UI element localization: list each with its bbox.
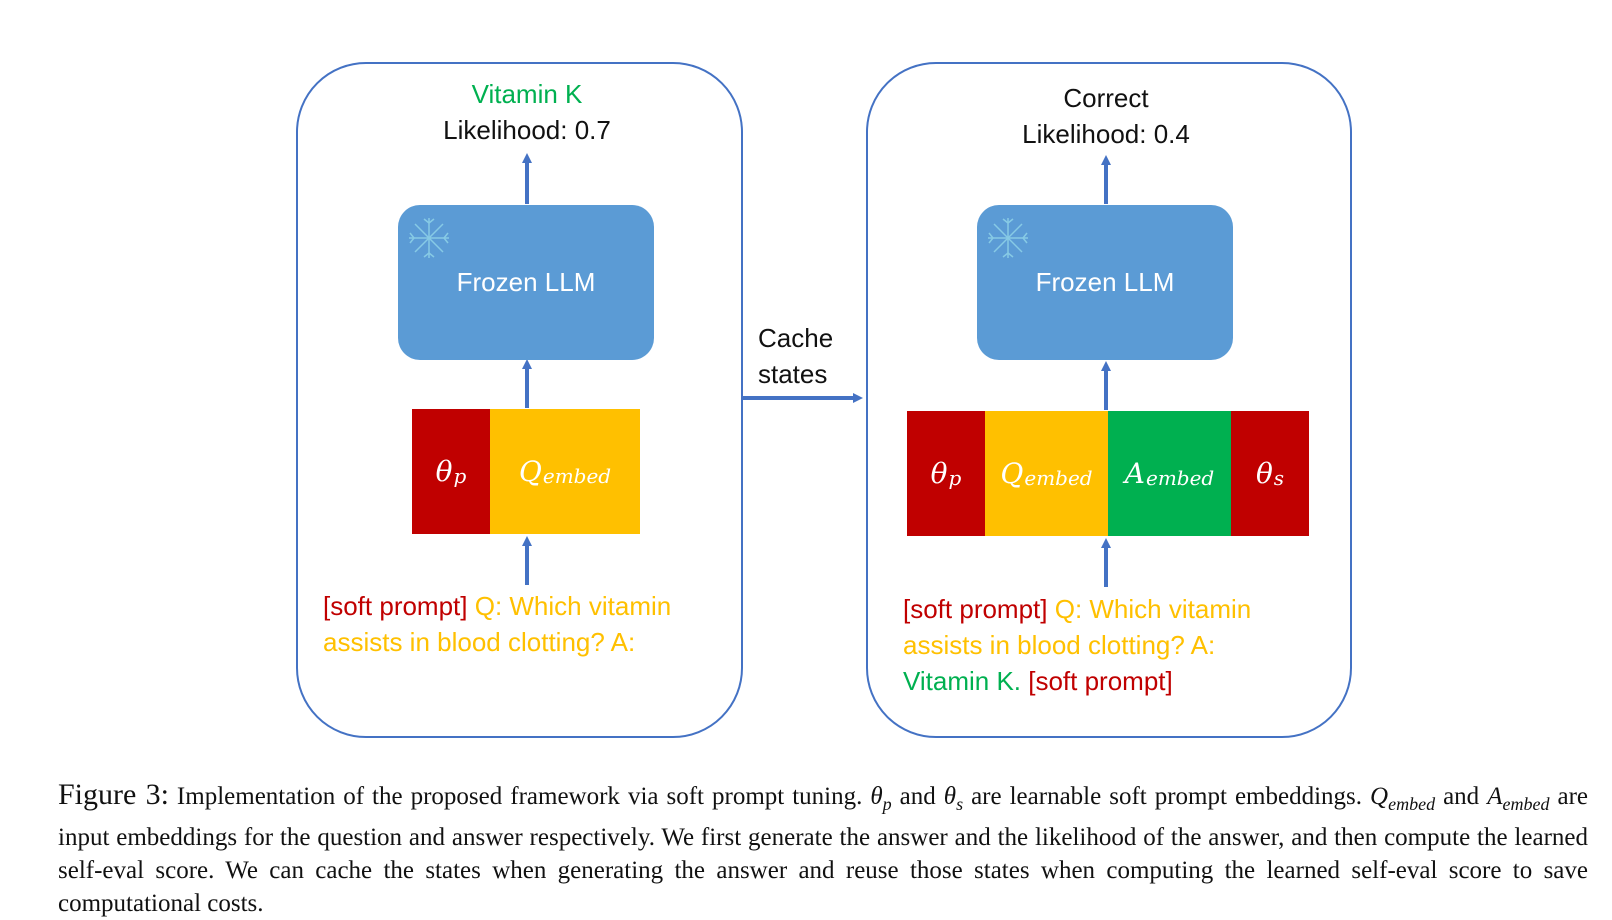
left-output: Vitamin K Likelihood: 0.7 xyxy=(406,76,648,148)
right-input-soft-prompt-2: [soft prompt] xyxy=(1021,666,1173,696)
snowflake-icon xyxy=(409,218,449,258)
right-output-likelihood: Likelihood: 0.4 xyxy=(1022,119,1190,149)
right-input-question-1: Q: Which vitamin xyxy=(1047,594,1252,624)
cache-label-line1: Cache xyxy=(758,323,834,353)
left-input-question-2: assists in blood clotting? A: xyxy=(323,627,636,657)
left-llm-label: Frozen LLM xyxy=(456,267,596,297)
q-subscript: embed xyxy=(1024,465,1093,490)
theta-symbol: θ xyxy=(435,455,453,488)
q-symbol: Q xyxy=(518,455,542,488)
caption-text-4: and xyxy=(1435,783,1488,810)
left-input-text: [soft prompt] Q: Which vitamin assists i… xyxy=(323,588,723,660)
right-input-question-2: assists in blood clotting? A: xyxy=(903,630,1216,660)
left-input-soft-prompt: [soft prompt] xyxy=(323,591,468,621)
figure-label: Figure 3: xyxy=(58,778,169,811)
left-output-likelihood: Likelihood: 0.7 xyxy=(443,115,611,145)
theta-subscript: s xyxy=(1273,465,1285,490)
right-input-soft-prompt-1: [soft prompt] xyxy=(903,594,1048,624)
a-subscript: embed xyxy=(1145,465,1215,490)
snowflake-icon xyxy=(988,218,1028,258)
q-subscript: embed xyxy=(542,463,612,488)
left-frozen-llm-box: Frozen LLM xyxy=(398,205,654,360)
left-input-question-1: Q: Which vitamin xyxy=(467,591,672,621)
theta-symbol: θ xyxy=(1255,457,1273,490)
q-embed-math: Qembed xyxy=(1370,783,1436,814)
cache-label-line2: states xyxy=(758,359,828,389)
a-symbol: A xyxy=(1124,457,1145,490)
right-output: Correct Likelihood: 0.4 xyxy=(985,80,1227,152)
a-embed-math: Aembed xyxy=(1487,783,1550,814)
left-output-answer: Vitamin K xyxy=(471,79,583,109)
left-panel-generation xyxy=(296,62,743,738)
right-input-text: [soft prompt] Q: Which vitamin assists i… xyxy=(903,591,1333,699)
right-panel-self-eval xyxy=(866,62,1352,738)
theta-p-math: θp xyxy=(870,783,892,814)
right-frozen-llm-box: Frozen LLM xyxy=(977,205,1233,360)
theta-subscript: p xyxy=(948,465,962,490)
right-llm-label: Frozen LLM xyxy=(1035,267,1175,297)
theta-symbol: θ xyxy=(930,457,948,490)
right-input-answer: Vitamin K. xyxy=(903,666,1022,696)
q-symbol: Q xyxy=(1000,457,1024,490)
caption-text-2: and xyxy=(891,783,944,810)
figure-caption: Figure 3: Implementation of the proposed… xyxy=(58,778,1588,920)
cache-states-label: Cache states xyxy=(758,320,833,392)
right-output-answer: Correct xyxy=(1063,83,1149,113)
caption-text-3: are learnable soft prompt embeddings. xyxy=(963,783,1371,810)
caption-text-1: Implementation of the proposed framework… xyxy=(168,783,871,810)
theta-s-math: θs xyxy=(943,783,964,814)
caption-text-5: are input embeddings for the question an… xyxy=(58,783,1588,917)
theta-subscript: p xyxy=(453,463,467,488)
